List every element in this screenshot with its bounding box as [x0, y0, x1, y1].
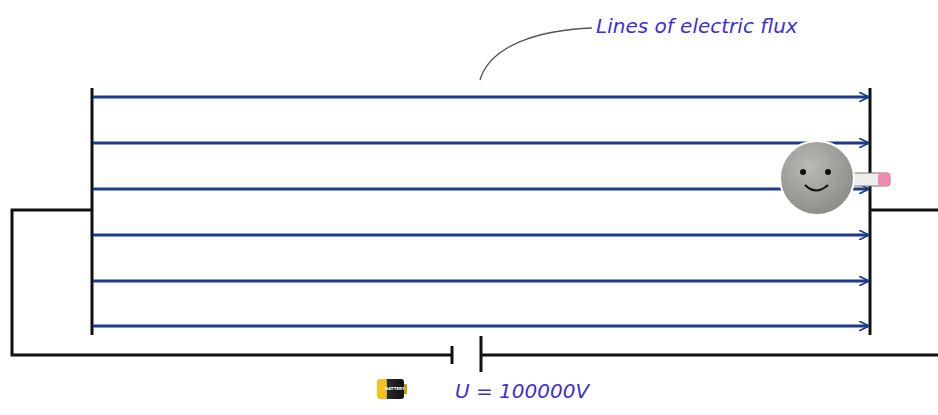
flux-line — [93, 96, 868, 99]
voltage-label: U = 100000V — [455, 381, 589, 401]
charge-figure — [780, 141, 890, 215]
capacitor-plate — [91, 88, 94, 335]
leader-line — [480, 28, 592, 80]
flux-line — [93, 188, 868, 191]
flux-caption: Lines of electric flux — [596, 16, 798, 36]
wire — [12, 210, 938, 355]
capacitor-plate — [869, 88, 872, 335]
battery-icon — [377, 379, 407, 399]
battery-text: BATTERY — [385, 387, 405, 391]
flux-line — [93, 325, 868, 328]
battery-plate — [451, 346, 454, 364]
flux-line — [93, 142, 868, 145]
flux-line — [93, 234, 868, 237]
flux-line — [93, 280, 868, 283]
flux-lines — [93, 97, 868, 326]
battery-plate — [480, 336, 483, 372]
